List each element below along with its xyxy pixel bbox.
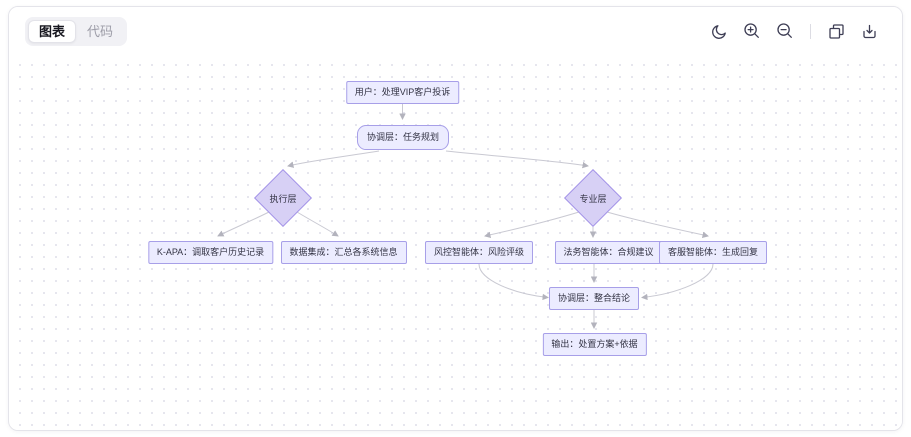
copy-icon (828, 23, 845, 40)
diagram-panel: 图表 代码 (8, 6, 903, 431)
node-label: 执行层 (269, 193, 297, 204)
node-label: 协调层：整合结论 (557, 292, 631, 303)
toolbar (708, 20, 880, 42)
zoom-out-button[interactable] (774, 20, 796, 42)
node-legal-agent[interactable]: 法务智能体：合规建议 (554, 240, 663, 265)
zoom-in-button[interactable] (741, 20, 763, 42)
topbar: 图表 代码 (9, 7, 902, 55)
dark-mode-button[interactable] (708, 20, 730, 42)
node-label: 输出：处置方案+依据 (551, 338, 638, 349)
node-label: 客服智能体：生成回复 (667, 246, 759, 257)
copy-button[interactable] (825, 20, 847, 42)
node-label: 用户：处理VIP客户投诉 (354, 86, 451, 97)
node-output[interactable]: 输出：处置方案+依据 (542, 332, 647, 357)
tab-code[interactable]: 代码 (76, 20, 124, 43)
node-label: 专业层 (579, 193, 607, 204)
download-icon (861, 23, 878, 40)
node-kapa-history[interactable]: K-APA：调取客户历史记录 (147, 240, 274, 265)
diagram-canvas[interactable]: 用户：处理VIP客户投诉 协调层：任务规划 执行层 专业层 K-APA：调取客户… (10, 55, 902, 430)
node-expert-layer[interactable]: 专业层 (562, 167, 624, 229)
node-label: K-APA：调取客户历史记录 (156, 246, 265, 257)
node-coordinator-plan[interactable]: 协调层：任务规划 (356, 124, 450, 151)
zoom-in-icon (743, 22, 761, 40)
zoom-out-icon (776, 22, 794, 40)
node-execution-layer[interactable]: 执行层 (252, 167, 314, 229)
node-label: 数据集成：汇总各系统信息 (289, 246, 398, 257)
view-tabs: 图表 代码 (25, 16, 128, 46)
moon-icon (711, 23, 728, 40)
download-button[interactable] (858, 20, 880, 42)
node-user-task[interactable]: 用户：处理VIP客户投诉 (345, 80, 460, 105)
node-coordinator-merge[interactable]: 协调层：整合结论 (548, 286, 640, 311)
flowchart-edges (217, 104, 714, 329)
node-label: 协调层：任务规划 (366, 131, 440, 142)
node-data-integration[interactable]: 数据集成：汇总各系统信息 (280, 240, 407, 265)
node-service-agent[interactable]: 客服智能体：生成回复 (658, 240, 768, 265)
tab-chart[interactable]: 图表 (28, 19, 77, 43)
toolbar-divider (810, 23, 811, 39)
node-label: 法务智能体：合规建议 (563, 246, 654, 257)
node-label: 风控智能体：风险评级 (433, 246, 525, 257)
node-risk-agent[interactable]: 风控智能体：风险评级 (424, 240, 534, 265)
